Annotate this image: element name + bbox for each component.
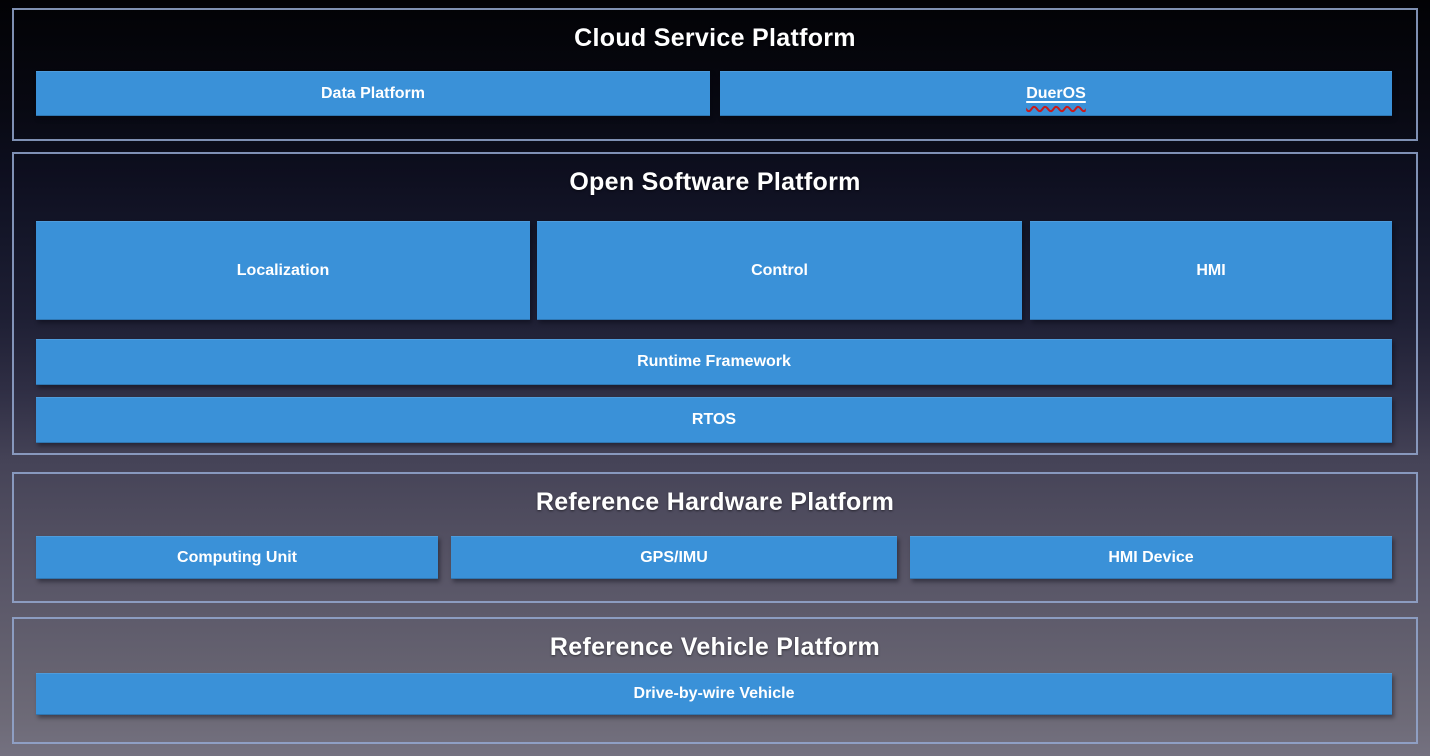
- section-title-cloud-service-platform: Cloud Service Platform: [574, 24, 856, 52]
- section-open-software-platform: Open Software Platform Localization Cont…: [12, 152, 1418, 455]
- section-reference-vehicle-platform: Reference Vehicle Platform Drive-by-wire…: [12, 617, 1418, 744]
- section-title-open-software-platform: Open Software Platform: [569, 168, 861, 196]
- section-title-reference-vehicle-platform: Reference Vehicle Platform: [549, 633, 881, 661]
- section-cloud-service-platform: Cloud Service Platform Data Platform Due…: [12, 8, 1418, 141]
- box-drive-by-wire-vehicle: Drive-by-wire Vehicle: [36, 673, 1392, 715]
- box-control: Control: [537, 221, 1022, 320]
- box-rtos: RTOS: [36, 397, 1392, 443]
- box-localization-label: Localization: [236, 261, 330, 279]
- section-title-reference-hardware-platform: Reference Hardware Platform: [535, 488, 895, 516]
- box-dueros[interactable]: DuerOS: [720, 71, 1392, 116]
- section-reference-hardware-platform: Reference Hardware Platform Computing Un…: [12, 472, 1418, 603]
- box-rtos-label: RTOS: [691, 411, 737, 428]
- box-hmi-label: HMI: [1196, 261, 1226, 279]
- box-gps-imu: GPS/IMU: [451, 536, 897, 579]
- box-control-label: Control: [751, 261, 808, 279]
- dueros-link[interactable]: DuerOS: [1026, 85, 1086, 103]
- dueros-link-label[interactable]: DuerOS: [1026, 84, 1086, 102]
- box-hmi: HMI: [1030, 221, 1392, 320]
- box-runtime-framework: Runtime Framework: [36, 339, 1392, 385]
- box-computing-unit-label: Computing Unit: [177, 548, 297, 566]
- box-hmi-device-label: HMI Device: [1108, 548, 1194, 566]
- box-drive-by-wire-vehicle-label: Drive-by-wire Vehicle: [633, 685, 795, 702]
- box-data-platform: Data Platform: [36, 71, 710, 116]
- box-computing-unit: Computing Unit: [36, 536, 438, 579]
- box-gps-imu-label: GPS/IMU: [640, 548, 708, 566]
- box-hmi-device: HMI Device: [910, 536, 1392, 579]
- box-runtime-framework-label: Runtime Framework: [637, 353, 791, 370]
- box-localization: Localization: [36, 221, 530, 320]
- box-data-platform-label: Data Platform: [320, 84, 426, 102]
